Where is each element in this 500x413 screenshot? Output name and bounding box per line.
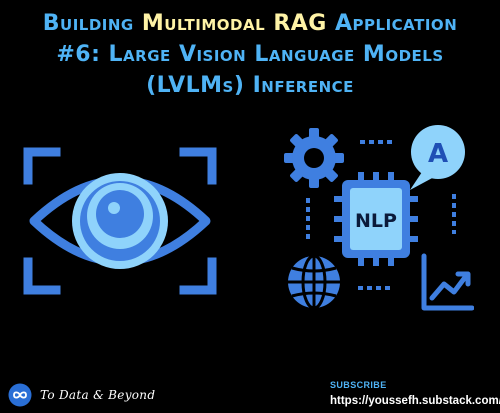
chip-core xyxy=(350,188,402,250)
infinity-logo-icon xyxy=(8,383,32,407)
title-highlight: Multimodal RAG xyxy=(141,11,327,36)
nlp-chip-icon: A NLP xyxy=(284,125,474,311)
gear-icon xyxy=(284,128,344,188)
eye-highlight xyxy=(108,202,120,214)
subscribe-label: SUBSCRIBE xyxy=(330,380,387,390)
speech-bubble-icon: A xyxy=(410,125,465,190)
brand-name: To Data & Beyond xyxy=(40,388,156,402)
article-title: Building Multimodal RAG Application #6: … xyxy=(0,8,500,101)
subscribe-link[interactable]: https://youssefh.substack.com/ xyxy=(330,395,500,407)
eye-scan-icon xyxy=(23,147,217,295)
scan-brackets xyxy=(23,147,217,295)
title-line-1: Building Multimodal RAG Application xyxy=(0,8,500,39)
title-line-3: (LVLMs) Inference xyxy=(146,73,354,98)
globe-icon xyxy=(288,254,340,310)
circuit-traces xyxy=(306,140,456,290)
eye-pupil xyxy=(96,190,144,238)
chip-pins xyxy=(334,172,418,266)
chart-icon xyxy=(421,253,474,311)
title-text: Building xyxy=(42,11,142,36)
chip-label: NLP xyxy=(355,210,397,232)
subscribe-block: SUBSCRIBE https://youssefh.substack.com/ xyxy=(330,380,500,407)
brand: To Data & Beyond xyxy=(8,381,155,409)
title-text: Application xyxy=(326,11,458,36)
bubble-letter: A xyxy=(428,139,448,169)
title-line-2: #6: Large Vision Language Models xyxy=(56,42,444,67)
